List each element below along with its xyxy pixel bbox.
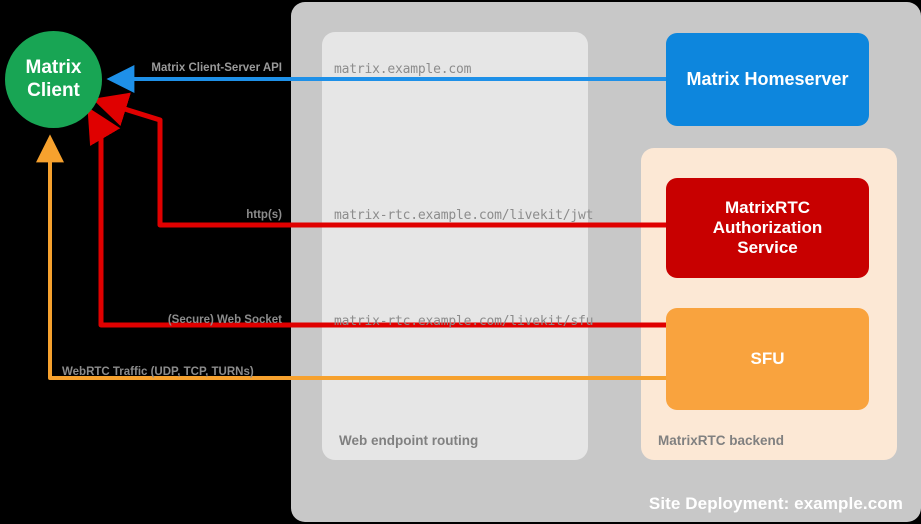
site-deployment-label: Site Deployment: example.com <box>648 494 903 513</box>
web-endpoint-routing-label: Web endpoint routing <box>339 433 479 448</box>
arrow-livekit-sfu <box>87 106 666 328</box>
endpoint-label-livekit-sfu: matrix-rtc.example.com/livekit/sfu <box>334 314 594 329</box>
web-endpoint-routing-container: Web endpoint routing <box>322 32 588 460</box>
protocol-label-http: http(s) <box>246 209 282 221</box>
auth-label-line2: Authorization <box>712 217 823 237</box>
node-matrix-client[interactable]: Matrix Client <box>5 31 102 128</box>
node-matrixrtc-authorization-service-label: MatrixRTC Authorization Service <box>713 198 823 258</box>
arrow-webrtc-traffic <box>36 134 666 380</box>
client-label-line2: Client <box>27 79 80 101</box>
arrow-livekit-jwt <box>92 92 666 228</box>
matrixrtc-backend-label: MatrixRTC backend <box>658 433 785 448</box>
node-sfu-label: SFU <box>750 348 785 368</box>
protocol-label-webrtc-traffic: WebRTC Traffic (UDP, TCP, TURNs) <box>62 366 254 378</box>
endpoint-label-livekit-jwt: matrix-rtc.example.com/livekit/jwt <box>334 208 594 223</box>
connection-livekit-jwt <box>92 92 666 228</box>
auth-label-line3: Service <box>737 238 798 258</box>
node-matrix-client-label: Matrix Client <box>26 57 82 102</box>
node-matrix-homeserver[interactable]: Matrix Homeserver <box>666 33 869 126</box>
client-label-line1: Matrix <box>25 57 82 79</box>
connection-webrtc-traffic <box>36 134 666 380</box>
connection-livekit-sfu <box>87 106 666 328</box>
endpoint-label-matrix: matrix.example.com <box>334 62 472 77</box>
protocol-label-client-server-api: Matrix Client-Server API <box>151 62 282 74</box>
node-sfu[interactable]: SFU <box>666 308 869 410</box>
protocol-label-web-socket: (Secure) Web Socket <box>167 314 282 326</box>
node-matrixrtc-authorization-service[interactable]: MatrixRTC Authorization Service <box>666 178 869 278</box>
auth-label-line1: MatrixRTC <box>724 197 810 217</box>
node-matrix-homeserver-label: Matrix Homeserver <box>686 68 849 89</box>
